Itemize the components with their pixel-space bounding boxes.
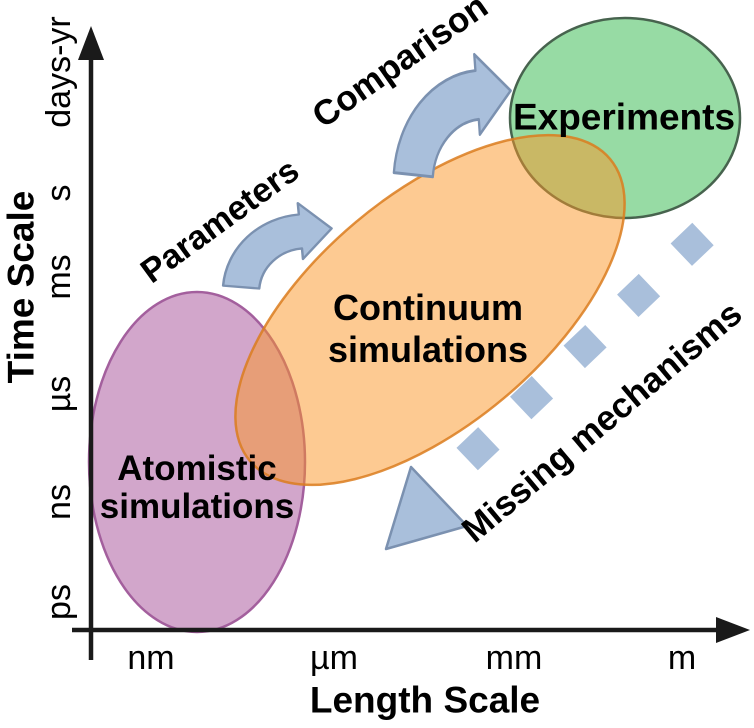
x-tick-um: µm xyxy=(310,639,358,677)
missing-mechanisms-dashes xyxy=(451,222,714,476)
x-axis-arrowhead xyxy=(716,617,750,643)
y-tick-ms: ms xyxy=(40,254,78,300)
x-axis-title: Length Scale xyxy=(309,679,541,721)
continuum-ellipse xyxy=(234,133,626,487)
x-tick-m: m xyxy=(667,639,697,677)
y-tick-us: µs xyxy=(40,375,78,413)
atomistic-label-line2: simulations xyxy=(99,487,295,526)
continuum-label: Continuum simulations xyxy=(328,287,528,371)
y-tick-s: s xyxy=(40,184,78,202)
y-axis xyxy=(78,26,104,660)
comparison-arrow xyxy=(392,52,512,179)
experiments-label: Experiments xyxy=(512,96,736,138)
atomistic-label: Atomistic simulations xyxy=(100,450,294,526)
missing-mechanisms-arrow xyxy=(384,222,714,551)
missing-mechanisms-arrowhead xyxy=(384,465,469,551)
parameters-arrow xyxy=(221,202,333,290)
y-tick-ns: ns xyxy=(40,484,78,520)
y-axis-title: Time Scale xyxy=(0,190,42,384)
y-tick-ps: ps xyxy=(40,584,78,620)
y-axis-arrowhead xyxy=(78,26,104,60)
continuum-label-line1: Continuum xyxy=(333,287,523,328)
continuum-label-line2: simulations xyxy=(327,329,529,370)
x-axis xyxy=(72,617,750,643)
atomistic-label-line1: Atomistic xyxy=(117,449,277,488)
x-tick-mm: mm xyxy=(485,639,543,677)
y-tick-days-yr: days-yr xyxy=(40,16,78,128)
x-tick-nm: nm xyxy=(127,639,175,677)
